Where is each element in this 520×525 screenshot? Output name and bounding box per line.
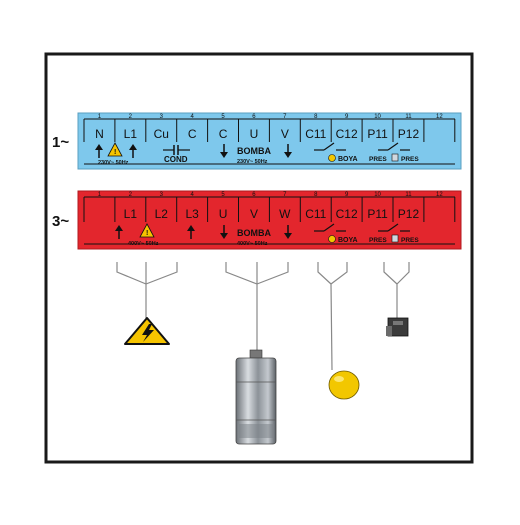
terminal-label: C <box>219 127 228 141</box>
down-arrow-icon <box>284 144 292 158</box>
pres-label: PRES <box>369 237 387 244</box>
float-switch-icon <box>328 370 360 400</box>
switch-symbol-icon <box>314 142 346 151</box>
float-ball-icon <box>328 154 336 162</box>
boya-label: BOYA <box>338 156 358 163</box>
svg-text:!: ! <box>114 149 116 156</box>
pump-cable <box>225 262 289 352</box>
switch-symbol-icon <box>314 223 346 232</box>
supply-voltage-text: 230V~ 50Hz <box>98 160 129 166</box>
terminal-number: 8 <box>314 192 318 198</box>
cond-label: COND <box>164 155 188 164</box>
terminal-number: 2 <box>129 114 133 120</box>
terminal-number: 7 <box>283 114 287 120</box>
up-arrow-icon <box>95 144 103 158</box>
terminal-label: U <box>250 127 259 141</box>
terminal-label: V <box>281 127 289 141</box>
warning-icon: ! <box>107 142 123 157</box>
terminal-label: C11 <box>305 207 326 221</box>
terminal-number: 3 <box>160 114 164 120</box>
down-arrow-icon <box>220 144 228 158</box>
high-voltage-icon <box>124 317 170 345</box>
pres-label-2: PRES <box>401 156 419 163</box>
bomba-voltage-text: 400V~ 50Hz <box>237 241 268 247</box>
terminal-label: C12 <box>336 127 358 141</box>
terminal-number: 6 <box>252 114 256 120</box>
terminal-label: N <box>95 127 104 141</box>
terminal-label: C11 <box>305 127 326 141</box>
terminal-number: 4 <box>190 114 194 120</box>
pressure-cable <box>383 262 410 318</box>
terminal-label: C <box>188 127 197 141</box>
terminal-label: L1 <box>124 127 138 141</box>
switch-symbol-icon <box>378 223 410 232</box>
supply-voltage-text: 400V~ 50Hz <box>128 241 159 247</box>
up-arrow-icon <box>129 144 137 158</box>
terminal-number: 5 <box>221 192 225 198</box>
bomba-label: BOMBA <box>237 146 271 156</box>
bomba-label: BOMBA <box>237 228 271 238</box>
terminal-number: 7 <box>283 192 287 198</box>
pressure-box-icon <box>391 234 399 243</box>
terminal-number: 4 <box>190 192 194 198</box>
terminal-number: 9 <box>345 192 349 198</box>
pressure-box-icon <box>391 153 399 162</box>
submersible-pump-icon <box>235 349 277 445</box>
terminal-label: P12 <box>398 127 420 141</box>
terminal-label: P12 <box>398 207 420 221</box>
terminal-number: 9 <box>345 114 349 120</box>
bomba-voltage-text: 230V~ 50Hz <box>237 159 268 165</box>
up-arrow-icon <box>115 225 123 239</box>
terminal-number: 11 <box>405 192 412 198</box>
supply-cable <box>116 262 178 318</box>
float-cable <box>317 262 348 371</box>
pres-label: PRES <box>369 156 387 163</box>
terminal-number: 5 <box>221 114 225 120</box>
terminal-label: L2 <box>155 207 169 221</box>
capacitor-icon <box>163 145 190 155</box>
terminal-number: 6 <box>252 192 256 198</box>
terminal-number: 1 <box>98 192 102 198</box>
three-phase-label: 3~ <box>52 213 69 230</box>
terminal-label: P11 <box>367 207 388 221</box>
down-arrow-icon <box>284 225 292 239</box>
up-arrow-icon <box>187 225 195 239</box>
terminal-label: P11 <box>367 127 388 141</box>
terminal-label: Cu <box>154 127 169 141</box>
terminal-number: 1 <box>98 114 102 120</box>
terminal-number: 10 <box>374 192 381 198</box>
terminal-number: 12 <box>436 192 443 198</box>
pres-label-2: PRES <box>401 237 419 244</box>
single-phase-label: 1~ <box>52 134 69 151</box>
svg-text:!: ! <box>146 230 148 237</box>
terminal-label: W <box>279 207 291 221</box>
terminal-label: V <box>250 207 258 221</box>
boya-label: BOYA <box>338 237 358 244</box>
terminal-label: C12 <box>336 207 358 221</box>
terminal-number: 11 <box>405 114 412 120</box>
warning-icon: ! <box>139 223 155 238</box>
switch-symbol-icon <box>378 142 410 151</box>
terminal-number: 2 <box>129 192 133 198</box>
pressure-switch-icon <box>386 317 409 337</box>
terminal-number: 3 <box>160 192 164 198</box>
terminal-number: 8 <box>314 114 318 120</box>
terminal-label: L1 <box>124 207 138 221</box>
float-ball-icon <box>328 235 336 243</box>
terminal-number: 12 <box>436 114 443 120</box>
down-arrow-icon <box>220 225 228 239</box>
terminal-label: U <box>219 207 228 221</box>
terminal-label: L3 <box>185 207 199 221</box>
terminal-number: 10 <box>374 114 381 120</box>
